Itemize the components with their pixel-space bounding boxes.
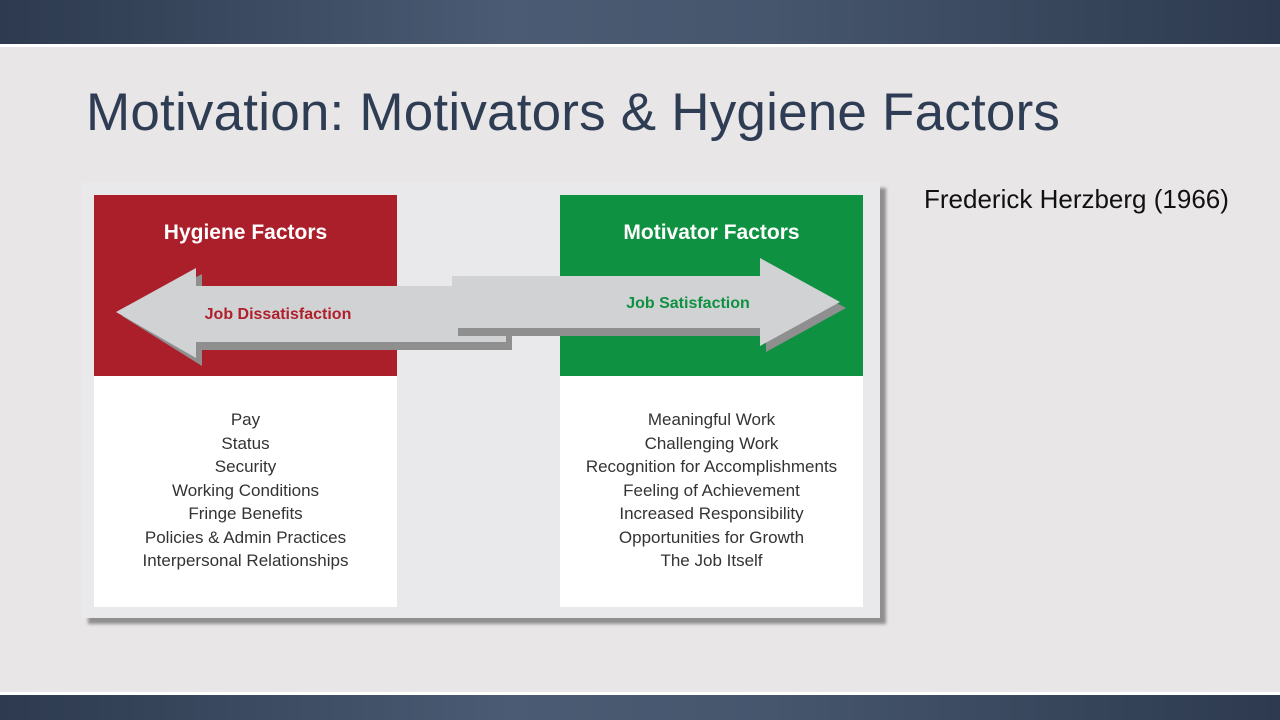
right-arrow-shape [452,258,840,346]
hygiene-factors-column: Hygiene Factors Pay Status Security Work… [94,195,397,607]
left-arrow-shape [116,268,506,358]
list-item: Status [221,433,270,453]
top-divider [0,44,1280,47]
list-item: Challenging Work [644,433,779,453]
job-dissatisfaction-arrow: Job Dissatisfaction [116,268,512,366]
list-item: Recognition for Accomplishments [585,457,838,476]
list-item: The Job Itself [660,551,763,570]
job-satisfaction-label: Job Satisfaction [626,295,750,312]
list-item: Policies & Admin Practices [144,527,347,547]
list-item: Meaningful Work [647,410,776,429]
list-item: Opportunities for Growth [618,527,805,547]
list-item: Security [214,457,277,476]
list-item: Fringe Benefits [188,504,303,523]
slide-title: Motivation: Motivators & Hygiene Factors [86,83,1061,142]
motivator-factors-title: Motivator Factors [623,221,800,244]
herzberg-diagram: Hygiene Factors Pay Status Security Work… [82,182,880,618]
list-item: Working Conditions [171,480,320,500]
top-banner [0,0,1280,44]
attribution-text: Frederick Herzberg (1966) [924,184,1229,214]
motivator-factors-list: Meaningful Work Challenging Work Recogni… [560,408,863,573]
list-item: Feeling of Achievement [623,480,800,500]
list-item: Increased Responsibility [619,504,804,523]
bottom-banner [0,695,1280,720]
arrows-overlay: Job Dissatisfaction Job Satisfaction [116,258,846,366]
hygiene-factors-list: Pay Status Security Working Conditions F… [94,408,397,573]
hygiene-factors-title: Hygiene Factors [163,221,328,244]
job-satisfaction-arrow: Job Satisfaction [452,258,846,352]
list-item: Pay [230,410,261,429]
job-dissatisfaction-label: Job Dissatisfaction [205,306,352,323]
bottom-divider [0,692,1280,695]
list-item: Interpersonal Relationships [142,551,349,570]
